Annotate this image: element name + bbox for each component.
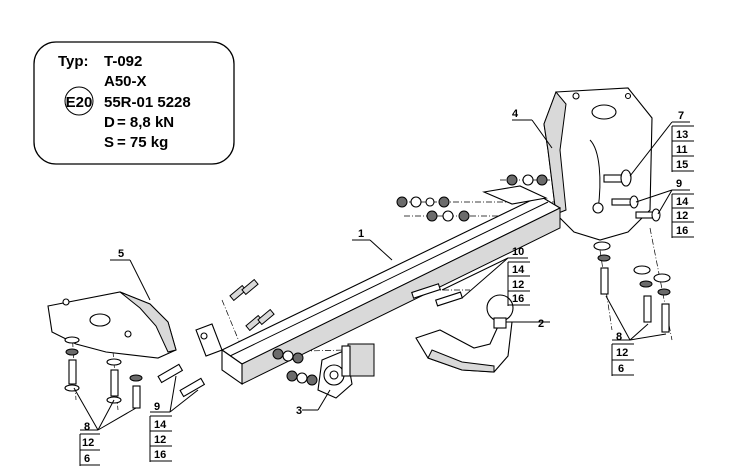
stack-8l-item-2: 12 <box>82 437 94 449</box>
callout-10: 10 <box>512 246 524 258</box>
callout-numbers: 1 2 3 4 5 7 9 9 10 <box>118 108 684 417</box>
nuts-and-washers-upper <box>396 174 548 222</box>
label-stack-10: 14 12 16 <box>507 261 530 306</box>
socket-nuts <box>272 348 318 386</box>
approval-number: 55R-01 5228 <box>104 94 191 111</box>
stack-9r-item-1: 14 <box>676 196 689 208</box>
bolt-7 <box>603 169 632 187</box>
stack-7-item-1: 13 <box>676 129 688 141</box>
stack-8r-item-1: 8 <box>616 331 622 343</box>
approval-mark: E20 <box>66 94 93 111</box>
tow-ball-hook <box>415 294 514 373</box>
bolts-8-right <box>593 241 671 333</box>
specification-box: Typ: T-092 A50-X E20 55R-01 5228 D = 8,8… <box>33 41 235 165</box>
left-mounting-bracket <box>47 291 223 359</box>
approval-mark-circle <box>64 86 94 116</box>
stack-8l-item-1: 8 <box>84 421 90 433</box>
d-value: = 8,8 kN <box>117 114 174 131</box>
callout-4: 4 <box>512 108 519 120</box>
stack-10-item-3: 16 <box>512 293 524 305</box>
stack-9l-item-2: 12 <box>154 434 166 446</box>
stack-9r-item-2: 12 <box>676 210 688 222</box>
callout-7: 7 <box>678 110 684 122</box>
bolts-9-left <box>157 363 206 398</box>
left-studs <box>229 278 275 332</box>
electric-socket-plate <box>317 343 375 399</box>
callout-9-left: 9 <box>154 401 160 413</box>
typ-value: T-092 <box>104 53 142 70</box>
label-stack-8-left: 8 12 6 <box>79 421 100 466</box>
stack-7-item-2: 11 <box>676 144 688 156</box>
bolts-10 <box>411 283 463 307</box>
stack-9l-item-1: 14 <box>154 419 167 431</box>
callout-9-right: 9 <box>676 178 682 190</box>
label-stack-8-right: 8 12 6 <box>611 331 634 376</box>
stack-7-item-3: 15 <box>676 159 688 171</box>
callout-3: 3 <box>296 405 302 417</box>
typ-label: Typ: <box>58 53 89 70</box>
label-stack-9-left: 14 12 16 <box>149 415 172 462</box>
stack-8r-item-2: 12 <box>616 347 628 359</box>
label-stack-9-right: 14 12 16 <box>671 193 694 238</box>
d-value-label: D <box>104 114 115 131</box>
callout-5: 5 <box>118 248 124 260</box>
stack-8r-item-3: 6 <box>618 363 624 375</box>
callout-2: 2 <box>538 318 544 330</box>
label-stack-7: 13 11 15 <box>671 125 694 172</box>
stack-10-item-2: 12 <box>512 279 524 291</box>
s-value-label: S <box>104 134 114 151</box>
main-cross-beam <box>220 185 562 386</box>
callout-1: 1 <box>358 228 364 240</box>
model-code: A50-X <box>104 73 147 90</box>
stack-8l-item-3: 6 <box>84 453 90 465</box>
stack-9r-item-3: 16 <box>676 225 688 237</box>
bolts-9-right <box>611 195 661 222</box>
callout-leader-lines <box>73 119 690 431</box>
bolts-8-left <box>64 336 143 409</box>
stack-10-item-1: 14 <box>512 264 525 276</box>
stack-9l-item-3: 16 <box>154 449 166 461</box>
s-value: = 75 kg <box>117 134 168 151</box>
